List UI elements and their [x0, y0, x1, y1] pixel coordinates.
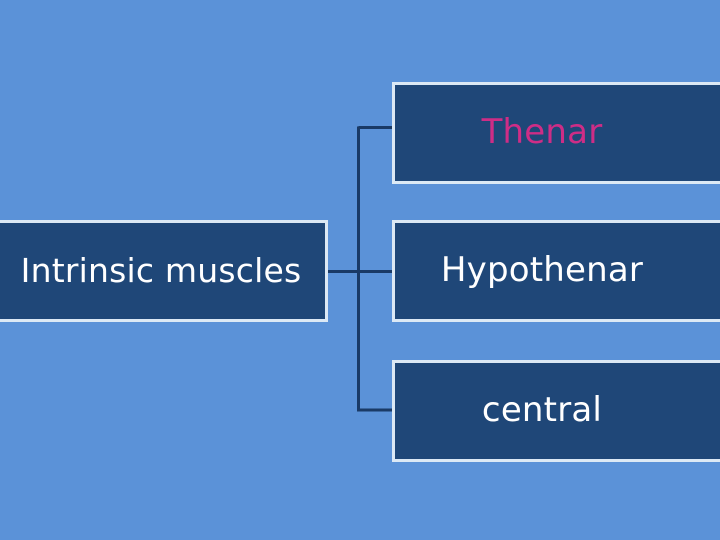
node-label-intrinsic-muscles: Intrinsic muscles [20, 250, 302, 290]
node-intrinsic-muscles[interactable]: Intrinsic muscles [0, 220, 328, 322]
node-hypothenar[interactable]: Hypothenar [392, 220, 720, 322]
node-thenar[interactable]: Thenar [392, 82, 720, 184]
node-label-central: central [481, 390, 603, 431]
node-central[interactable]: central [392, 360, 720, 462]
node-label-hypothenar: Hypothenar [440, 250, 644, 291]
node-label-thenar: Thenar [481, 112, 603, 153]
